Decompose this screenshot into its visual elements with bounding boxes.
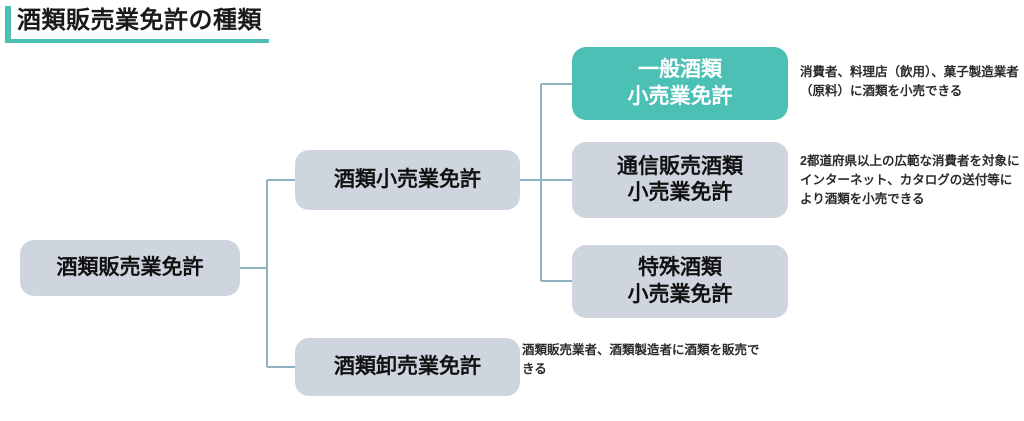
node-wholesale-label: 酒類卸売業免許 bbox=[334, 354, 481, 378]
node-general-retail-license[interactable]: 一般酒類 小売業免許 bbox=[572, 47, 788, 120]
annotation-mailorder-retail: 2都道府県以上の広範な消費者を対象にインターネット、カタログの送付等により酒類を… bbox=[800, 154, 1020, 206]
node-special-retail-license[interactable]: 特殊酒類 小売業免許 bbox=[572, 245, 788, 318]
node-root-label: 酒類販売業免許 bbox=[56, 255, 204, 279]
node-wholesale-license[interactable]: 酒類卸売業免許 bbox=[295, 338, 520, 396]
node-mailorder-retail-label: 通信販売酒類 小売業免許 bbox=[617, 154, 743, 204]
node-special-retail-label: 特殊酒類 小売業免許 bbox=[627, 256, 733, 306]
annotation-general-retail: 消費者、料理店（飲用）、菓子製造業者（原料）に酒類を小売できる bbox=[800, 65, 1019, 98]
node-general-retail-label: 一般酒類 小売業免許 bbox=[627, 58, 733, 108]
node-retail-label: 酒類小売業免許 bbox=[334, 167, 481, 191]
page-title-block: 酒類販売業免許の種類 bbox=[0, 0, 300, 48]
node-root-license[interactable]: 酒類販売業免許 bbox=[20, 240, 240, 296]
title-underline bbox=[5, 39, 269, 43]
annotation-wholesale: 酒類販売業者、酒類製造者に酒類を販売できる bbox=[522, 343, 760, 376]
title-accent-bar bbox=[5, 6, 11, 39]
node-mailorder-retail-license[interactable]: 通信販売酒類 小売業免許 bbox=[572, 142, 788, 218]
page-title: 酒類販売業免許の種類 bbox=[17, 7, 262, 34]
node-retail-license[interactable]: 酒類小売業免許 bbox=[295, 150, 520, 210]
